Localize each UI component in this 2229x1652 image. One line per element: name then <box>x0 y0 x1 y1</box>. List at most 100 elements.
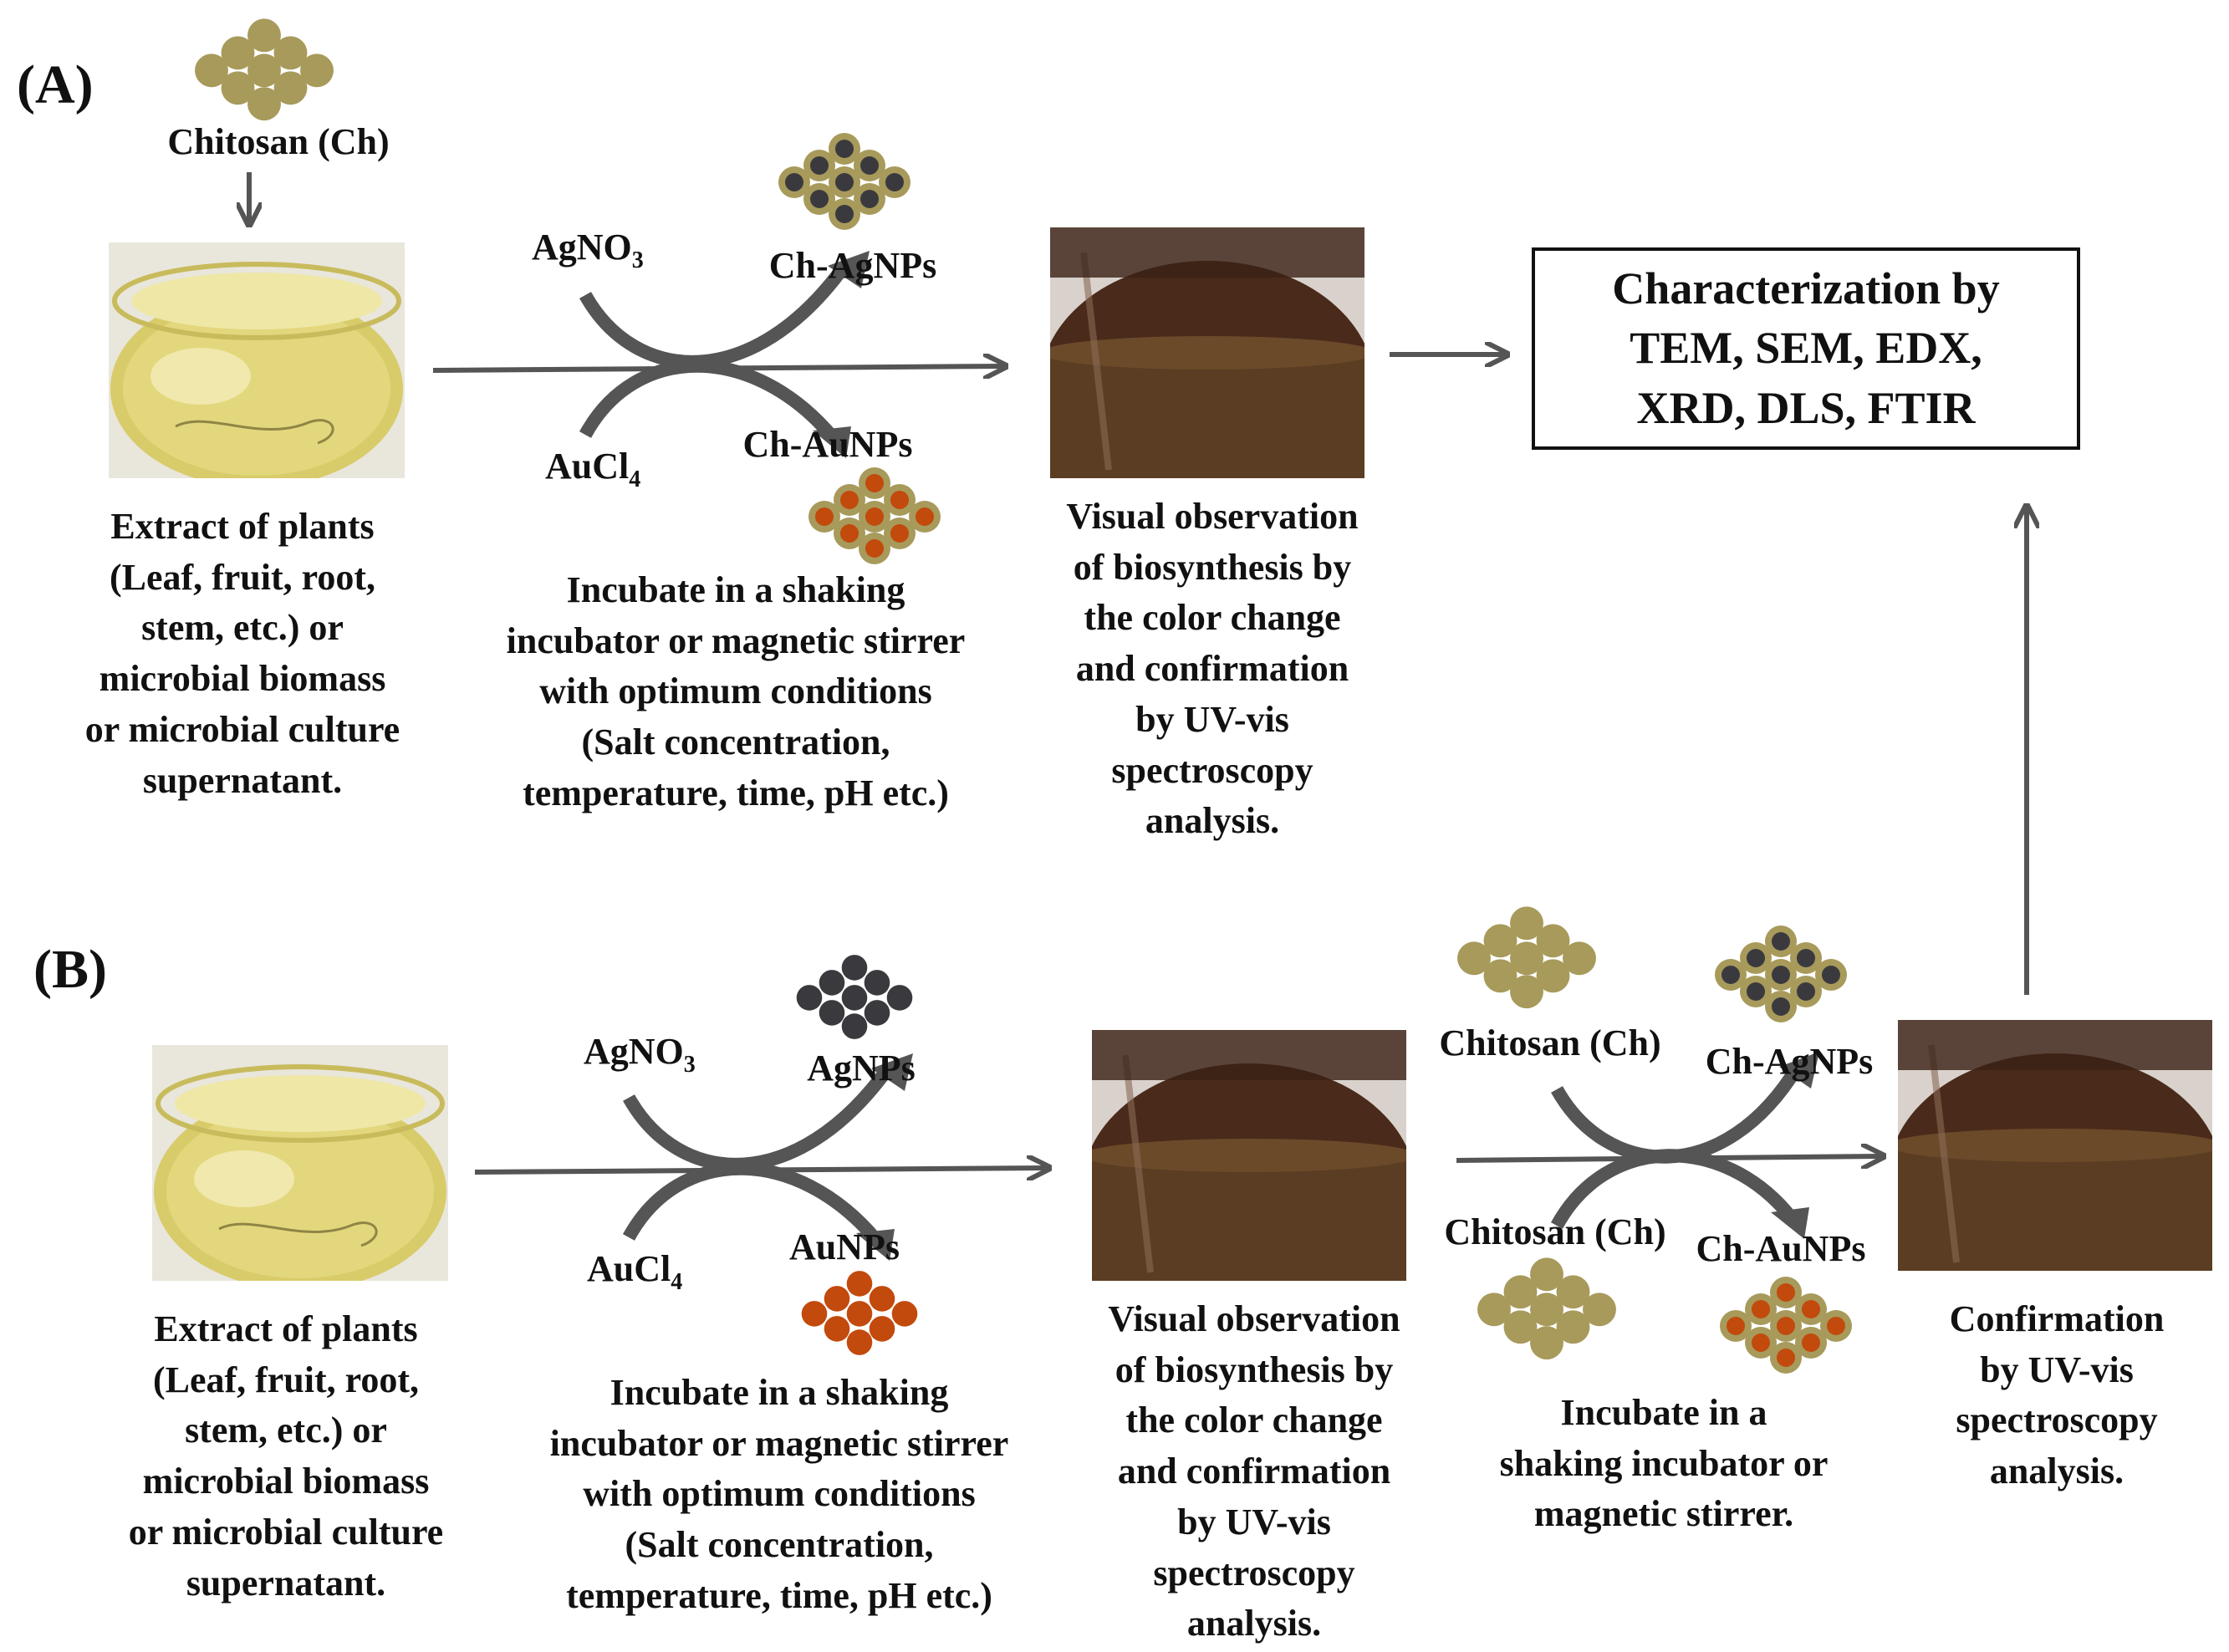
silver-core <box>835 205 854 223</box>
chitosan-shell <box>221 71 255 105</box>
extract-caption-a: Extract of plants (Leaf, fruit, root, st… <box>84 506 400 801</box>
product-aunps-b: AuNPs <box>788 1226 900 1267</box>
product-ch-agnps-b: Ch-AgNPs <box>1705 1041 1874 1082</box>
incubate-caption-b: Incubate in a shaking incubator or magne… <box>549 1372 1009 1616</box>
silver-core <box>860 156 879 175</box>
chitosan-shell <box>1530 1293 1563 1327</box>
silver-core <box>796 985 823 1011</box>
extract-caption-b: Extract of plants (Leaf, fruit, root, st… <box>128 1308 444 1604</box>
agno3-label-a: AgNO3 <box>532 227 644 273</box>
chitosan-shell <box>1483 924 1517 958</box>
gold-core <box>1752 1300 1770 1318</box>
gold-core <box>1777 1283 1795 1302</box>
chitosan-shell <box>1556 1275 1590 1309</box>
silver-core <box>1772 932 1790 951</box>
gold-core <box>890 491 909 509</box>
gold-core <box>869 1316 895 1342</box>
curved-arrow-au-a-head <box>813 426 851 458</box>
ch-agnps-particles-a <box>778 133 910 230</box>
chitosan-shell <box>1510 941 1543 976</box>
chitosan-top-label-b: Chitosan (Ch) <box>1439 1022 1661 1063</box>
silver-core <box>841 1013 868 1039</box>
curved-arrow-au-b-head <box>856 1229 895 1261</box>
chitosan-shell <box>1483 959 1517 993</box>
silver-core <box>886 985 913 1011</box>
silver-core <box>1721 966 1740 984</box>
aucl4-label-a: AuCl4 <box>545 446 641 492</box>
gold-core <box>865 474 884 492</box>
silver-core <box>835 140 854 158</box>
incubate-caption-2-b: Incubate in a shaking incubator or magne… <box>1499 1392 1829 1535</box>
gold-core <box>815 507 834 526</box>
chitosan-shell <box>1530 1326 1563 1360</box>
agnps-particles-b <box>796 955 913 1039</box>
gold-core <box>865 539 884 558</box>
gold-core <box>916 507 934 526</box>
curved-arrow-ch-ag-b-head <box>1779 1052 1819 1089</box>
chitosan-shell <box>247 54 281 88</box>
silver-core <box>841 985 868 1011</box>
gold-core <box>1752 1333 1770 1352</box>
chitosan-bottom-label-b: Chitosan (Ch) <box>1444 1211 1666 1252</box>
aunps-particles-b <box>801 1271 918 1355</box>
ch-aunps-particles-b <box>1720 1277 1852 1374</box>
plant-extract-photo-b <box>152 1045 448 1281</box>
gold-core <box>824 1316 850 1342</box>
silver-core <box>864 970 890 996</box>
chitosan-particles-b-top <box>1457 906 1596 1009</box>
silver-core <box>810 156 829 175</box>
chitosan-shell <box>1536 959 1570 993</box>
chitosan-shell <box>1503 1275 1538 1309</box>
brown-flask-photo-confirm <box>1898 1020 2212 1271</box>
chitosan-shell <box>1477 1293 1511 1327</box>
panel-b-label: (B) <box>33 939 107 1000</box>
gold-core <box>840 524 859 543</box>
chitosan-shell <box>1457 941 1491 976</box>
gold-core <box>1727 1317 1745 1335</box>
silver-core <box>864 1000 890 1026</box>
curved-arrow-au-b <box>622 1161 881 1244</box>
silver-core <box>885 173 904 191</box>
product-ch-aunps-b: Ch-AuNPs <box>1696 1228 1866 1269</box>
gold-core <box>801 1301 828 1327</box>
silver-core <box>819 1000 845 1026</box>
gold-core <box>1777 1317 1795 1335</box>
silver-core <box>785 173 803 191</box>
gold-core <box>890 524 909 543</box>
chitosan-shell <box>221 36 255 70</box>
gold-core <box>1802 1333 1820 1352</box>
chitosan-shell <box>1530 1257 1563 1292</box>
gold-core <box>840 491 859 509</box>
chitosan-shell <box>1536 924 1570 958</box>
silver-core <box>835 173 854 191</box>
visual-caption-b: Visual observation of biosynthesis by th… <box>1108 1298 1400 1644</box>
silver-core <box>1797 982 1815 1001</box>
curved-arrow-au-a <box>579 359 838 441</box>
silver-core <box>1747 982 1765 1001</box>
visual-caption-a: Visual observation of biosynthesis by th… <box>1066 496 1359 842</box>
incubate-caption-a: Incubate in a shaking incubator or magne… <box>506 569 966 813</box>
chitosan-shell <box>247 87 281 121</box>
curved-arrow-ch-au-b <box>1550 1149 1797 1229</box>
curved-arrow-ag-a-head <box>828 251 870 288</box>
chitosan-shell <box>1563 941 1596 976</box>
plant-extract-photo-a <box>109 242 405 478</box>
silver-core <box>1772 966 1790 984</box>
ch-agnps-particles-b <box>1715 925 1847 1022</box>
gold-core <box>891 1301 918 1327</box>
panel-a-label: (A) <box>17 54 94 115</box>
chitosan-shell <box>273 36 308 70</box>
chitosan-shell <box>1510 975 1543 1009</box>
curved-arrow-ch-au-b-head <box>1771 1207 1809 1239</box>
agno3-label-b: AgNO3 <box>584 1031 696 1078</box>
ch-aunps-particles-a <box>808 467 941 564</box>
curved-arrow-ag-b-head <box>871 1053 913 1091</box>
brown-flask-photo-a <box>1050 227 1364 478</box>
gold-core <box>1777 1349 1795 1367</box>
gold-core <box>1802 1300 1820 1318</box>
product-ch-aunps-a: Ch-AuNPs <box>742 424 913 465</box>
gold-core <box>865 507 884 526</box>
silver-core <box>1747 949 1765 967</box>
